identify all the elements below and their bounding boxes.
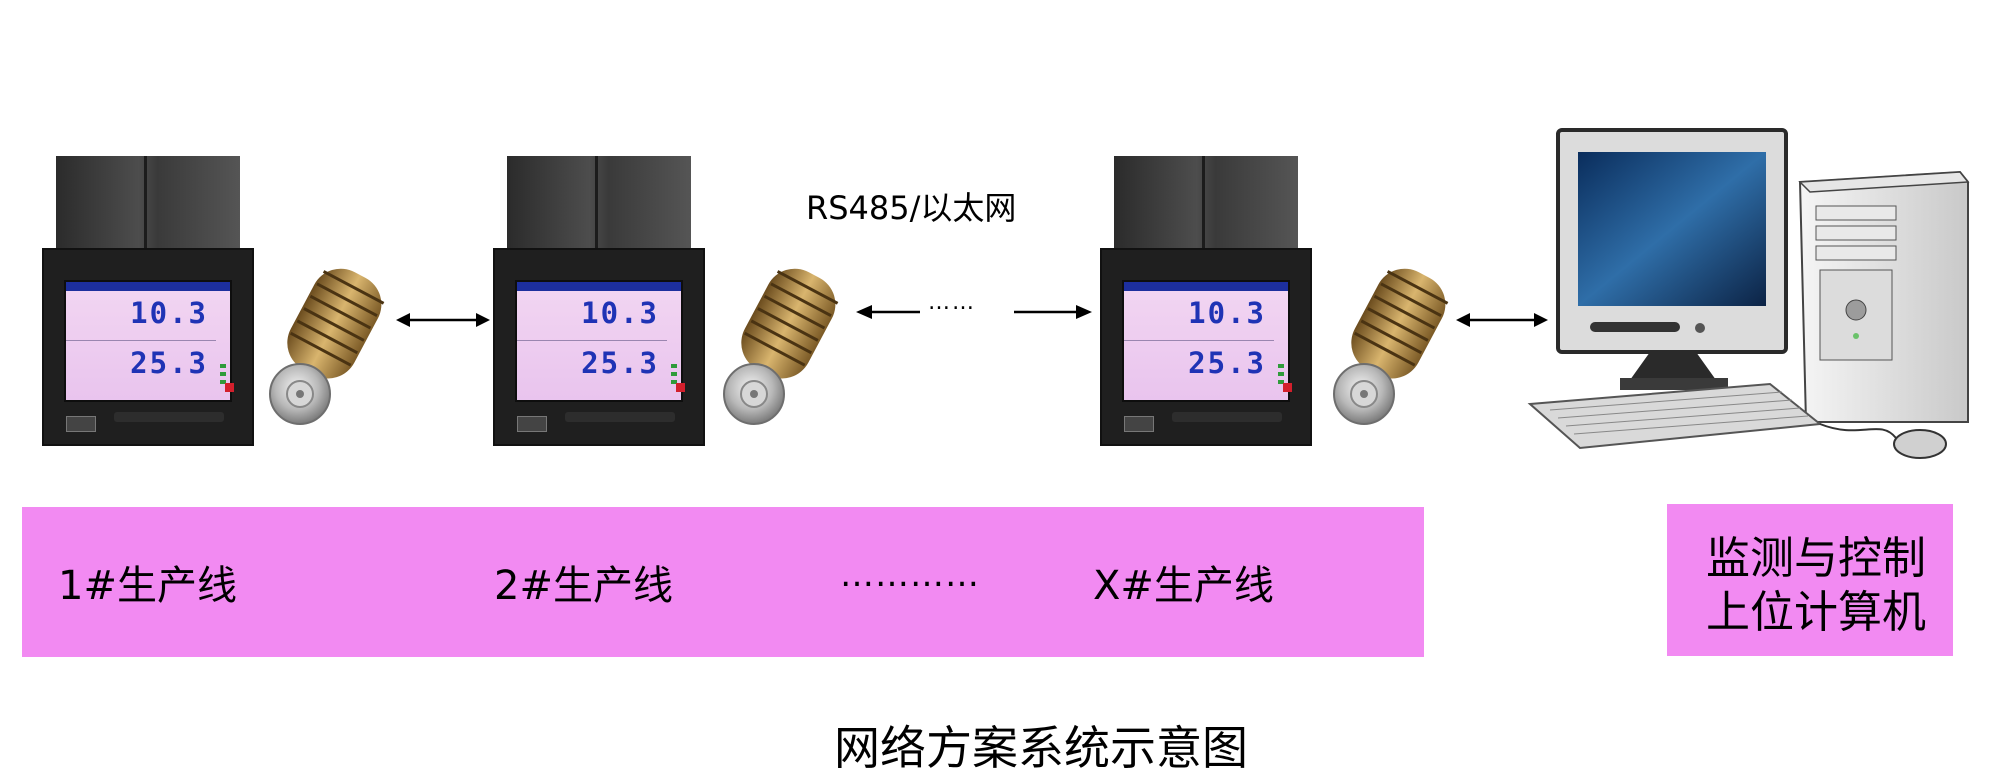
double-arrow-icon	[1456, 313, 1548, 327]
host-computer-box	[1667, 504, 1953, 656]
screen-value-bottom: 25.3	[1188, 346, 1266, 380]
production-line-1-label: 1#生产线	[58, 563, 237, 609]
network-label: RS485/以太网	[806, 189, 1017, 227]
diagram-title: 网络方案系统示意图	[834, 721, 1248, 775]
production-line-2-label: 2#生产线	[494, 563, 673, 609]
front-slot	[565, 412, 675, 422]
screen-title-bar	[1124, 282, 1288, 291]
screen-value-top: 10.3	[581, 296, 659, 330]
screen-title-bar	[66, 282, 230, 291]
recorder-front-panel: 10.3 25.3	[493, 248, 705, 446]
screen-value-top: 10.3	[130, 296, 208, 330]
screen-title-bar	[517, 282, 681, 291]
production-line-dots: …………	[840, 555, 980, 595]
recorder-screen: 10.3 25.3	[1122, 280, 1292, 402]
alarm-indicator	[676, 383, 685, 392]
front-slot	[114, 412, 224, 422]
recorder-body	[1114, 156, 1298, 252]
front-slot	[1172, 412, 1282, 422]
computer-icon	[1527, 128, 1970, 459]
recorder-front-panel: 10.3 25.3	[1100, 248, 1312, 446]
sensor-icon	[723, 268, 839, 425]
recorder-device-x: 10.3 25.3	[1100, 156, 1312, 446]
production-lines-band	[22, 507, 1424, 657]
recorder-body	[507, 156, 691, 252]
sensor-icon	[269, 268, 385, 425]
screen-value-bottom: 25.3	[130, 346, 208, 380]
alarm-indicator	[1283, 383, 1292, 392]
recorder-front-panel: 10.3 25.3	[42, 248, 254, 446]
usb-icon	[66, 416, 96, 432]
screen-value-bottom: 25.3	[581, 346, 659, 380]
screen-value-top: 10.3	[1188, 296, 1266, 330]
usb-icon	[517, 416, 547, 432]
production-line-x-label: X#生产线	[1093, 563, 1274, 609]
recorder-screen: 10.3 25.3	[64, 280, 234, 402]
left-arrow-icon	[856, 305, 920, 319]
right-arrow-icon	[1014, 305, 1092, 319]
double-arrow-icon	[396, 313, 490, 327]
host-box-line-1: 监测与控制	[1706, 533, 1926, 584]
recorder-body	[56, 156, 240, 252]
recorder-device-1: 10.3 25.3	[42, 156, 254, 446]
recorder-device-2: 10.3 25.3	[493, 156, 705, 446]
sensor-icon	[1333, 268, 1449, 425]
recorder-screen: 10.3 25.3	[515, 280, 685, 402]
usb-icon	[1124, 416, 1154, 432]
alarm-indicator	[225, 383, 234, 392]
host-box-line-2: 上位计算机	[1706, 587, 1926, 638]
arrow-dots: ……	[928, 290, 976, 315]
